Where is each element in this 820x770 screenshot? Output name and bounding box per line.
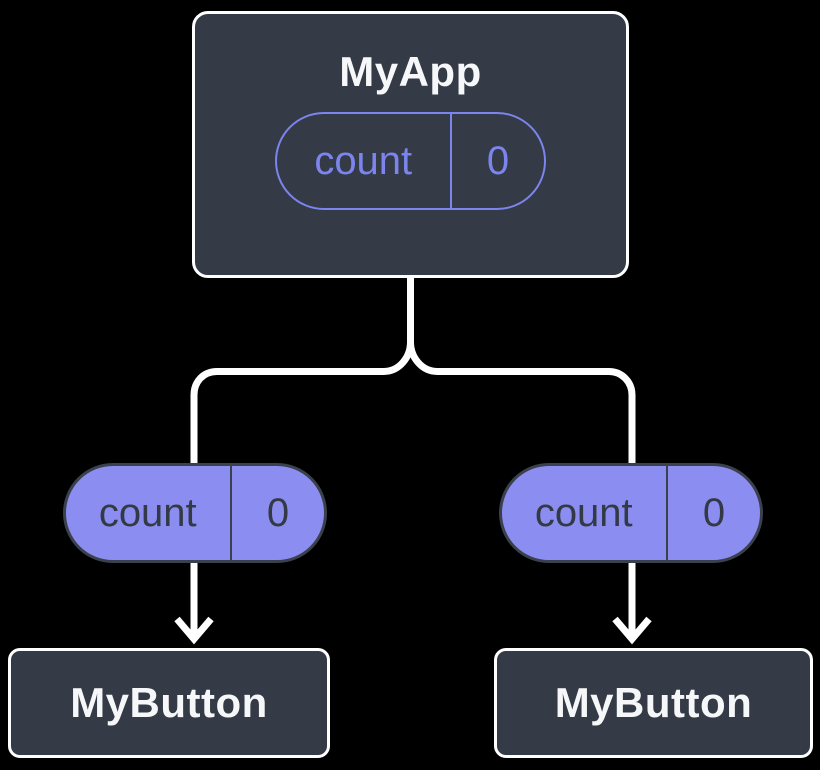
pill-divider <box>665 466 668 560</box>
arrow-down-icon <box>174 616 214 645</box>
prop-value: 0 <box>266 490 290 535</box>
prop-value: 0 <box>702 490 726 535</box>
child-component-title: MyButton <box>70 679 268 726</box>
prop-pill-left: count 0 <box>63 463 327 563</box>
child-component-card-left: MyButton <box>8 648 330 758</box>
prop-label: count <box>98 490 197 535</box>
child-component-card-right: MyButton <box>494 648 813 758</box>
child-component-title: MyButton <box>554 679 753 726</box>
branch-left-line <box>190 278 414 636</box>
root-state-pill: count 0 <box>275 112 546 210</box>
prop-pill-right: count 0 <box>499 463 763 563</box>
state-value: 0 <box>486 138 510 183</box>
state-label: count <box>314 138 413 183</box>
branch-right-line <box>407 278 636 636</box>
pill-divider <box>449 114 452 208</box>
root-component-card: MyApp count 0 <box>192 11 629 278</box>
arrow-down-icon <box>612 616 652 645</box>
root-component-title: MyApp <box>339 48 482 95</box>
prop-label: count <box>534 490 633 535</box>
